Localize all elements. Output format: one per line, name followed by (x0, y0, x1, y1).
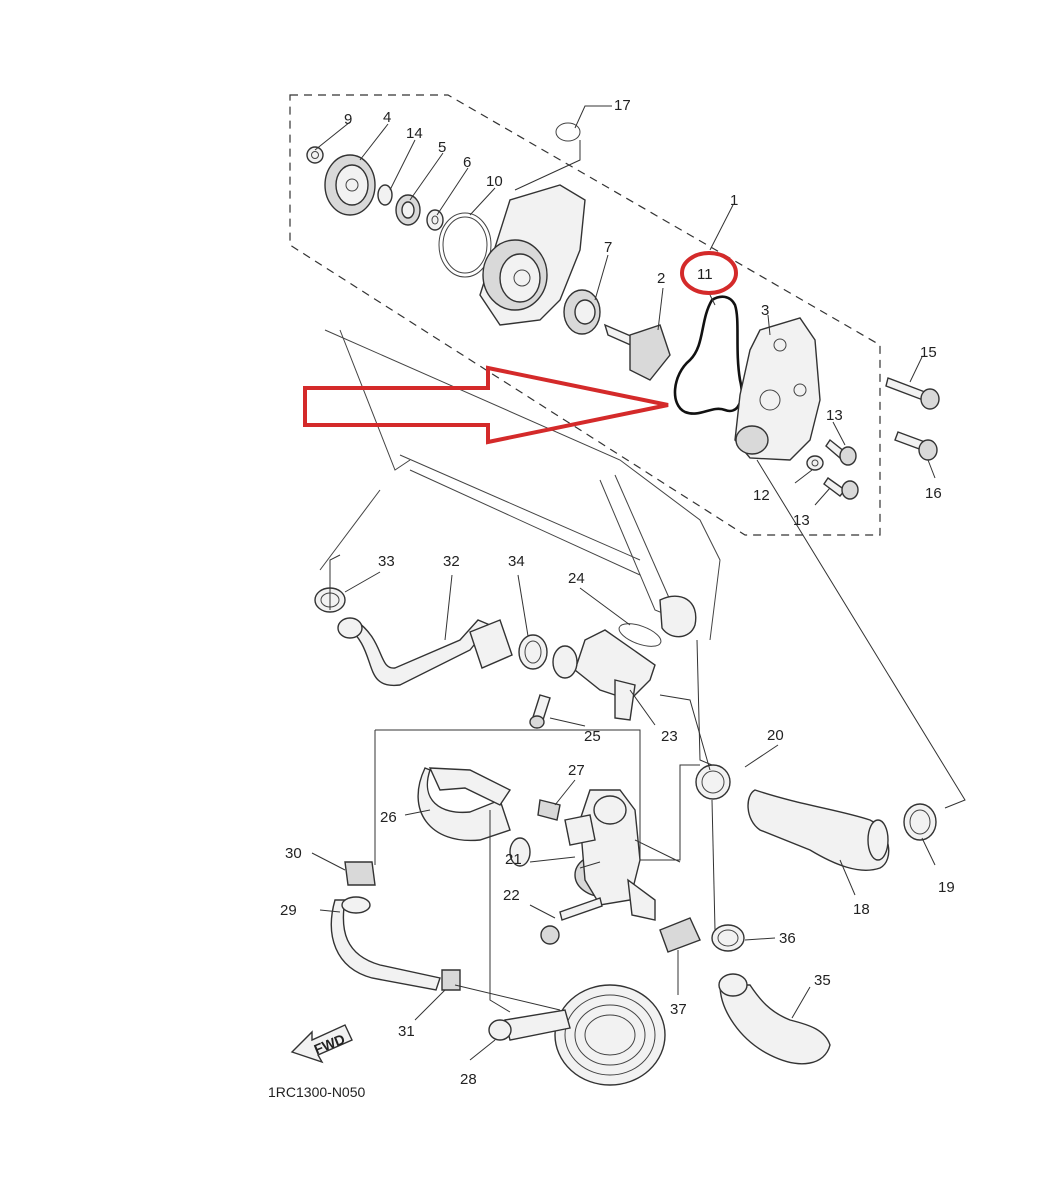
part-12-washer (806, 455, 824, 471)
oil-cooler (504, 984, 666, 1086)
callout-27: 27 (568, 762, 585, 779)
part-6-washer (426, 209, 444, 231)
radiator (319, 329, 721, 641)
part-3-pump-cover (734, 317, 821, 461)
callout-labels: 9 4 14 5 6 10 17 1 7 2 11 3 15 13 12 16 … (280, 97, 955, 1088)
callout-17: 17 (614, 97, 631, 114)
callout-14: 14 (406, 125, 423, 142)
callout-5: 5 (438, 139, 446, 156)
part-7-seal (563, 289, 601, 335)
part-4-gear (324, 154, 376, 216)
part-18-hose (747, 789, 890, 871)
callout-26: 26 (380, 809, 397, 826)
part-9-nut (306, 146, 324, 164)
part-32-hose (337, 617, 513, 687)
callout-22: 22 (503, 887, 520, 904)
callout-2: 2 (657, 270, 665, 287)
callout-3: 3 (761, 302, 769, 319)
highlight-arrow (303, 365, 669, 445)
part-25-bolt (529, 694, 551, 729)
diagram-code: 1RC1300-N050 (268, 1084, 365, 1100)
callout-29: 29 (280, 902, 297, 919)
assembly-boundary (289, 94, 881, 536)
callout-12: 12 (753, 487, 770, 504)
callout-13-lower: 13 (793, 512, 810, 529)
callout-1: 1 (730, 192, 738, 209)
callout-6: 6 (463, 154, 471, 171)
callout-33: 33 (378, 553, 395, 570)
callout-7: 7 (604, 239, 612, 256)
part-27-clamp (537, 799, 561, 821)
callout-28: 28 (460, 1071, 477, 1088)
callout-31: 31 (398, 1023, 415, 1040)
callout-34: 34 (508, 553, 525, 570)
part-19-clamp (903, 803, 937, 841)
callout-11: 11 (697, 266, 713, 283)
part-30-clamp (344, 861, 376, 886)
part-5-bearing (395, 194, 421, 226)
part-24-o-ring (618, 623, 662, 647)
leader-lines (311, 105, 966, 1061)
callout-32: 32 (443, 553, 460, 570)
callout-13-upper: 13 (826, 407, 843, 424)
part-29-hose (330, 896, 441, 991)
part-34-clamp (518, 634, 548, 670)
part-36-clamp (711, 924, 745, 952)
part-15-bolt (885, 377, 940, 410)
part-35-hose (718, 973, 831, 1065)
part-23-thermostat-housing (552, 629, 656, 721)
fwd-label: FWD (312, 1031, 348, 1058)
callout-10: 10 (486, 173, 503, 190)
callout-19: 19 (938, 879, 955, 896)
part-16-bolt (894, 431, 938, 461)
callout-36: 36 (779, 930, 796, 947)
fwd-arrow: FWD (290, 1024, 353, 1064)
callout-37: 37 (670, 1001, 687, 1018)
part-26-hose (417, 767, 531, 867)
callout-16: 16 (925, 485, 942, 502)
part-31-clamp (441, 969, 461, 991)
part-28-clamp (488, 1019, 512, 1041)
callout-24: 24 (568, 570, 585, 587)
callout-23: 23 (661, 728, 678, 745)
pump-housing (479, 184, 586, 326)
part-37-clip (659, 917, 701, 953)
callout-35: 35 (814, 972, 831, 989)
callout-4: 4 (383, 109, 391, 126)
callout-25: 25 (584, 728, 601, 745)
callout-21: 21 (505, 851, 522, 868)
part-17-o-ring (555, 122, 581, 142)
part-2-impeller (603, 323, 671, 381)
callout-9: 9 (344, 111, 352, 128)
part-14-seal (377, 184, 393, 206)
part-13-bolt-upper (825, 438, 857, 466)
callout-20: 20 (767, 727, 784, 744)
part-10-o-ring (438, 212, 492, 278)
callout-15: 15 (920, 344, 937, 361)
part-22-bolt (540, 897, 603, 945)
callout-18: 18 (853, 901, 870, 918)
highlight-circle (680, 251, 738, 295)
part-21-thermostat (564, 789, 656, 921)
part-11-gasket (673, 295, 743, 415)
part-13-bolt-lower (823, 477, 859, 500)
callout-30: 30 (285, 845, 302, 862)
part-20-clamp (695, 764, 731, 800)
